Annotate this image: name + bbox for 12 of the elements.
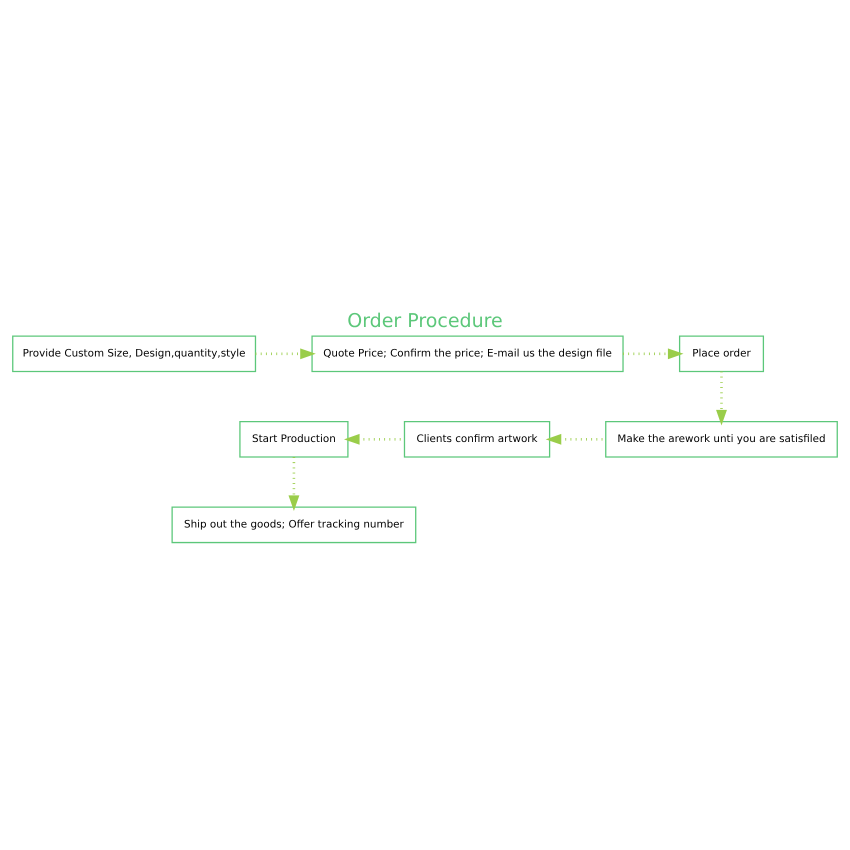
arrow (716, 371, 727, 425)
node-box: Ship out the goods; Offer tracking number (171, 506, 416, 543)
node-box: Provide Custom Size, Design,quantity,style (12, 334, 256, 372)
node-box: Quote Price; Confirm the price; E-mail us the design file (311, 334, 624, 372)
node-box: Make the arework unti you are satisfiled (605, 420, 838, 458)
arrow (623, 348, 684, 359)
arrow (288, 456, 300, 510)
diagram-title: Order Procedure (347, 310, 503, 332)
arrow (256, 348, 316, 359)
node-box: Clients confirm artwork (404, 420, 550, 458)
node-box: Place order (678, 334, 764, 372)
node-box: Start Production (239, 420, 349, 458)
